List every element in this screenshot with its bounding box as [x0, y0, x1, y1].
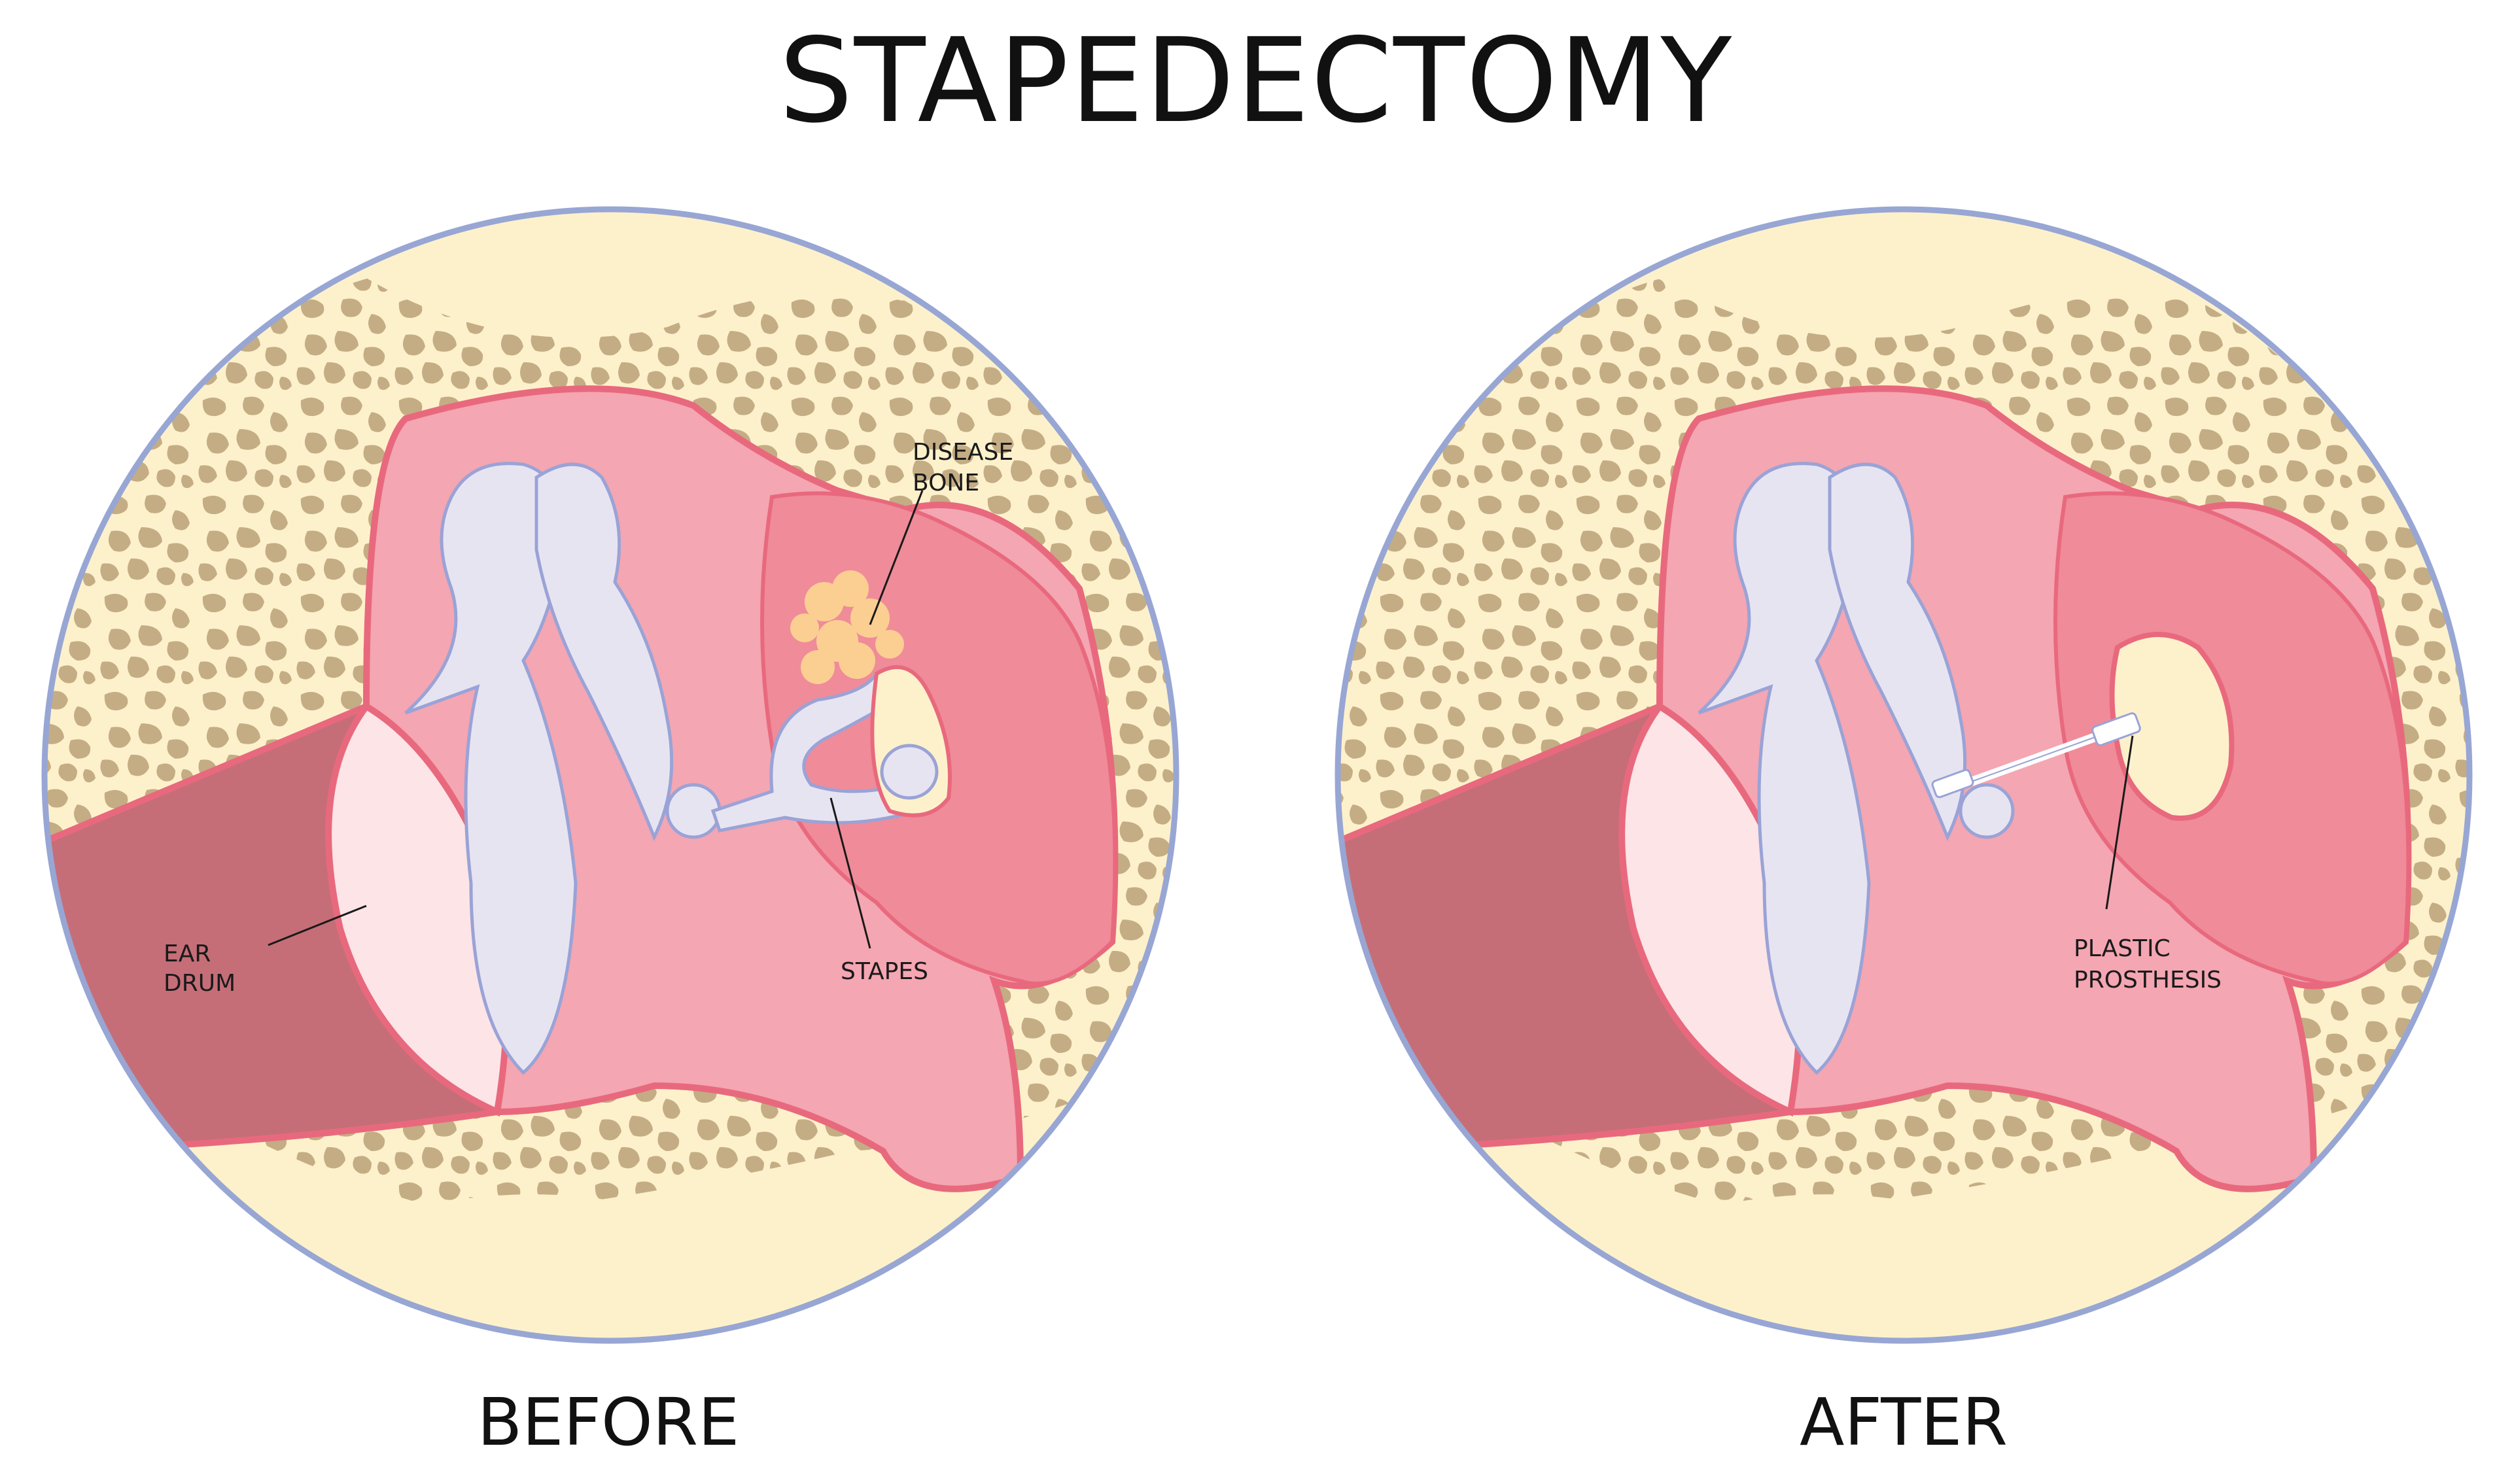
plastic-prosthesis	[1931, 712, 2141, 799]
ear-drum-label-line1: EAR	[164, 940, 211, 967]
page-title: STAPEDECTOMY	[778, 13, 1734, 148]
before-ring	[41, 206, 1179, 1344]
ear-drum-label-line2: DRUM	[164, 970, 236, 997]
disease-bone-label-line1: DISEASE	[913, 439, 1013, 466]
disease-bone-label-line2: BONE	[913, 470, 979, 496]
stapes-label: STAPES	[841, 958, 928, 985]
plastic-prosthesis-label-line2: PROSTHESIS	[2074, 967, 2222, 993]
before-caption: BEFORE	[477, 1384, 740, 1460]
plastic-prosthesis-label-line1: PLASTIC	[2074, 935, 2171, 962]
after-caption: AFTER	[1800, 1384, 2008, 1460]
disease-bone-growth	[790, 570, 904, 684]
after-ring	[1334, 206, 2473, 1344]
